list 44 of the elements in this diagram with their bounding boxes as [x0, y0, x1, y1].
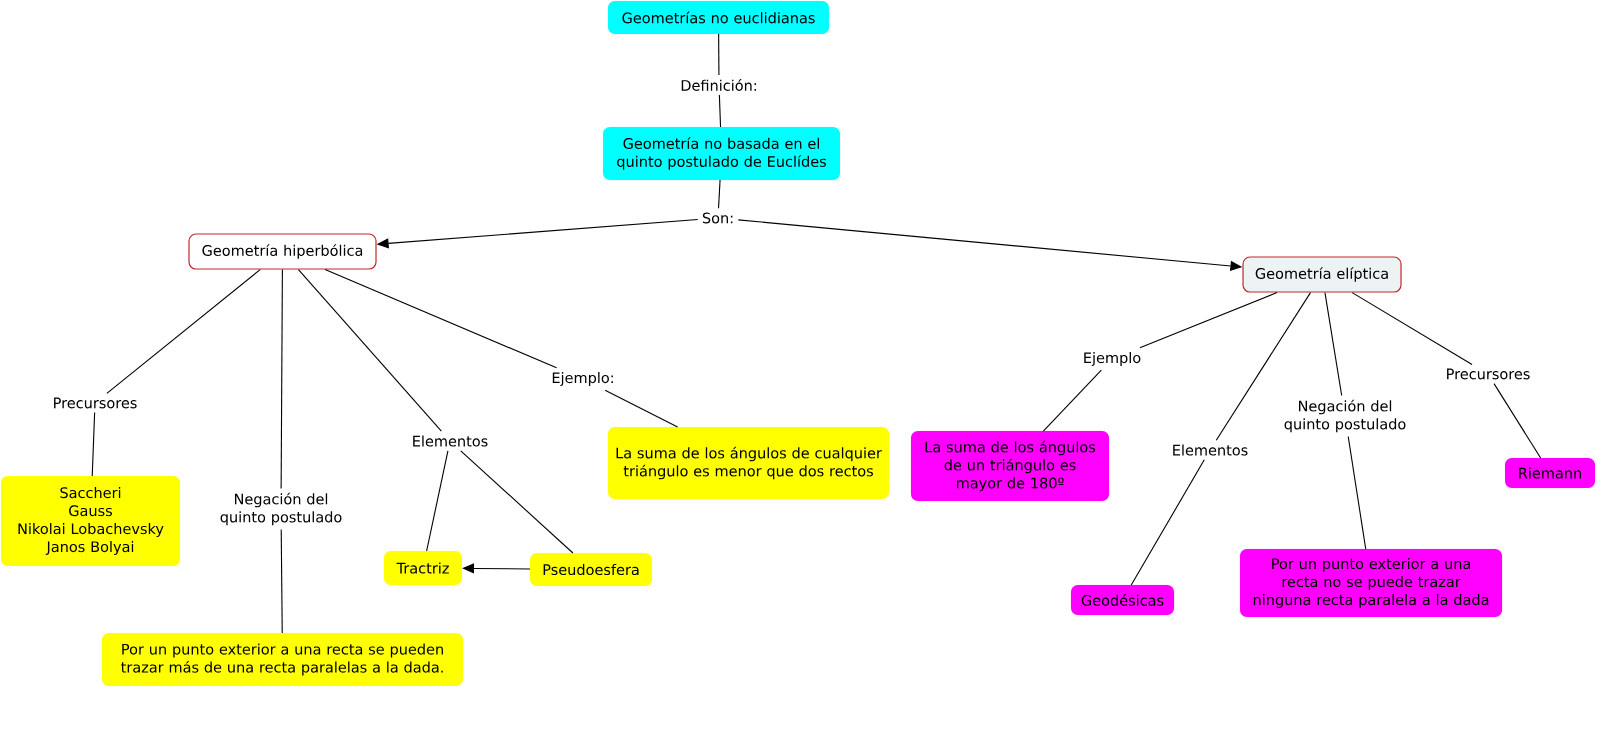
concept-box: Tractriz [383, 550, 463, 586]
concept-box: Riemann [1504, 457, 1596, 489]
linking-phrase: Definición: [681, 79, 757, 91]
linking-phrase: Negación del quinto postulado [1284, 399, 1406, 433]
connector-line [718, 94, 722, 128]
concept-box: Geometría elíptica [1242, 256, 1402, 293]
connector-line [1324, 292, 1343, 397]
concept-box: Geometría hiperbólica [188, 233, 377, 270]
connector-line [1130, 459, 1205, 586]
connector-line [106, 269, 261, 394]
connector-line [91, 412, 96, 477]
linking-phrase: Elementos [413, 435, 488, 447]
linking-phrase: Precursores [1447, 368, 1530, 380]
connector-line [1351, 292, 1473, 365]
concept-box: La suma de los ángulos de un triángulo es mayor de 180º [910, 430, 1110, 502]
linking-phrase: Elementos [1173, 444, 1248, 456]
linking-phrase: Negación del quinto postulado [220, 492, 342, 526]
connector-line [324, 269, 558, 369]
concept-box: Por un punto exterior a una recta se pueden trazar más de una recta paralelas a la dada. [101, 632, 464, 687]
concept-box: Saccheri Gauss Nikolai Lobachevsky Janos Bolyai [0, 475, 181, 567]
connector-line [460, 450, 574, 554]
connector-line [1215, 292, 1312, 441]
arrow [462, 563, 531, 574]
linking-phrase: Precursores [54, 397, 137, 409]
concept-box: La suma de los ángulos de cualquier triángulo es menor que dos rectos [607, 426, 890, 500]
connector-line [280, 528, 283, 634]
linking-phrase: Son: [702, 212, 733, 224]
connector-line [718, 33, 720, 76]
connector-line [280, 269, 283, 490]
linking-phrase: Ejemplo [1084, 352, 1141, 366]
connector-line [604, 389, 679, 428]
connector-line [297, 269, 442, 432]
connector-line [1042, 369, 1102, 432]
concept-box: Geometrías no euclidianas [607, 0, 830, 35]
concept-box: Geometría no basada en el quinto postulado de Euclídes [602, 126, 841, 181]
connector-line [1493, 383, 1542, 459]
connector-line [718, 179, 721, 209]
connector-line [1347, 435, 1367, 550]
connector-line [1139, 292, 1278, 349]
concept-box: Pseudoesfera [529, 552, 653, 587]
linking-phrase: Ejemplo: [552, 372, 613, 386]
concept-box: Geodésicas [1070, 584, 1175, 616]
connector-line [426, 450, 449, 552]
concept-box: Por un punto exterior a una recta no se puede trazar ninguna recta paralela a la dada [1239, 548, 1503, 618]
